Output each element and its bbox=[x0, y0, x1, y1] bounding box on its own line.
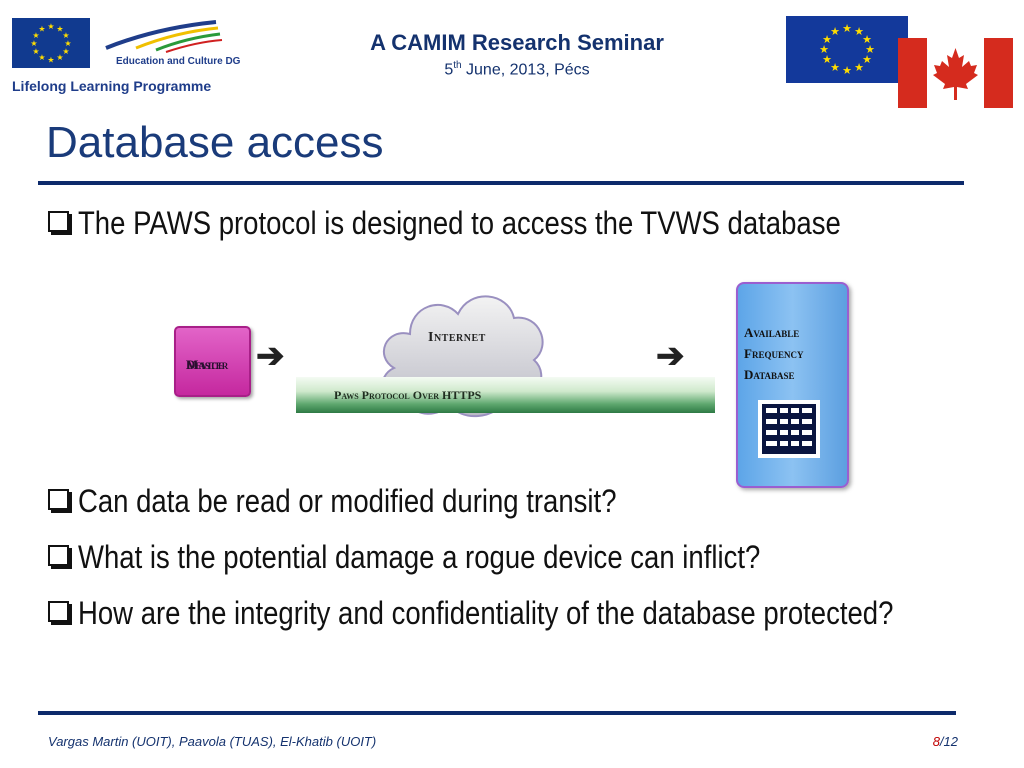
date-suffix: th bbox=[453, 60, 462, 71]
svg-text:★: ★ bbox=[830, 62, 840, 74]
svg-text:★: ★ bbox=[30, 39, 37, 48]
bullet-text: Can data be read or modified during tran… bbox=[78, 483, 617, 519]
arrow-right-icon: ➔ bbox=[656, 337, 685, 375]
page-total: /12 bbox=[939, 734, 958, 749]
paws-protocol-bar bbox=[296, 377, 715, 413]
date-rest: June, 2013, Pécs bbox=[461, 61, 590, 79]
available-frequency-database-box: Available Frequency Database bbox=[736, 282, 849, 488]
svg-text:★: ★ bbox=[47, 22, 54, 31]
bullet-text: The PAWS protocol is designed to access … bbox=[78, 205, 841, 241]
database-table-icon bbox=[758, 400, 820, 458]
bullet-item: How are the integrity and confidentialit… bbox=[48, 590, 1024, 636]
svg-text:★: ★ bbox=[854, 62, 864, 74]
svg-text:★: ★ bbox=[56, 25, 63, 34]
checkbox-bullet-icon bbox=[48, 478, 78, 524]
bullet-item: What is the potential damage a rogue dev… bbox=[48, 534, 1024, 580]
svg-text:★: ★ bbox=[819, 44, 829, 56]
page-number: 8/12 bbox=[900, 734, 958, 749]
master-line-1: Master bbox=[186, 357, 229, 372]
svg-text:★: ★ bbox=[32, 31, 39, 40]
svg-text:★: ★ bbox=[842, 65, 852, 77]
edu-culture-text: Education and Culture DG bbox=[116, 56, 241, 67]
svg-text:★: ★ bbox=[38, 53, 45, 62]
afd-line-2: Frequency bbox=[744, 346, 804, 361]
svg-text:★: ★ bbox=[62, 47, 69, 56]
footer-divider bbox=[38, 711, 956, 715]
swoosh-logo-icon bbox=[96, 18, 226, 58]
bullet-text: What is the potential damage a rogue dev… bbox=[78, 539, 761, 575]
master-line-2: Device bbox=[186, 357, 224, 372]
afd-label: Available Frequency Database bbox=[744, 322, 803, 385]
svg-text:★: ★ bbox=[842, 23, 852, 35]
bullet-text: How are the integrity and confidentialit… bbox=[78, 595, 894, 631]
svg-text:★: ★ bbox=[47, 56, 54, 65]
canada-flag-icon bbox=[898, 38, 1013, 108]
seminar-date: 5th June, 2013, Pécs bbox=[300, 60, 734, 79]
checkbox-bullet-icon bbox=[48, 590, 78, 636]
internet-label: Internet bbox=[428, 330, 486, 345]
svg-text:★: ★ bbox=[822, 54, 832, 66]
page-title: Database access bbox=[46, 118, 384, 167]
svg-text:★: ★ bbox=[64, 39, 71, 48]
bullet-item: Can data be read or modified during tran… bbox=[48, 478, 1024, 524]
checkbox-bullet-icon bbox=[48, 200, 78, 246]
svg-text:★: ★ bbox=[38, 25, 45, 34]
eu-flag-icon: ★★★ ★★★ ★★★ ★★★ bbox=[12, 18, 90, 68]
checkbox-bullet-icon bbox=[48, 534, 78, 580]
svg-text:★: ★ bbox=[56, 53, 63, 62]
bullet-item: The PAWS protocol is designed to access … bbox=[48, 200, 968, 246]
afd-line-3: Database bbox=[744, 367, 795, 382]
eu-flag-icon: ★★★ ★★★ ★★★ ★★★ bbox=[786, 16, 908, 83]
footer-authors: Vargas Martin (UOIT), Paavola (TUAS), El… bbox=[48, 734, 377, 749]
seminar-title: A CAMIM Research Seminar bbox=[370, 30, 664, 55]
date-day: 5 bbox=[444, 61, 454, 79]
svg-text:★: ★ bbox=[830, 26, 840, 38]
svg-text:★: ★ bbox=[822, 34, 832, 46]
svg-text:★: ★ bbox=[62, 31, 69, 40]
svg-text:★: ★ bbox=[862, 34, 872, 46]
svg-text:★: ★ bbox=[862, 54, 872, 66]
paws-protocol-label: Paws Protocol Over HTTPS bbox=[334, 388, 482, 402]
afd-line-1: Available bbox=[744, 325, 800, 340]
svg-text:★: ★ bbox=[854, 26, 864, 38]
svg-text:★: ★ bbox=[32, 47, 39, 56]
arrow-right-icon: ➔ bbox=[256, 337, 285, 375]
programme-name: Lifelong Learning Programme bbox=[12, 78, 212, 94]
page-current: 8 bbox=[932, 734, 940, 749]
svg-text:★: ★ bbox=[865, 44, 875, 56]
title-divider bbox=[38, 181, 964, 185]
